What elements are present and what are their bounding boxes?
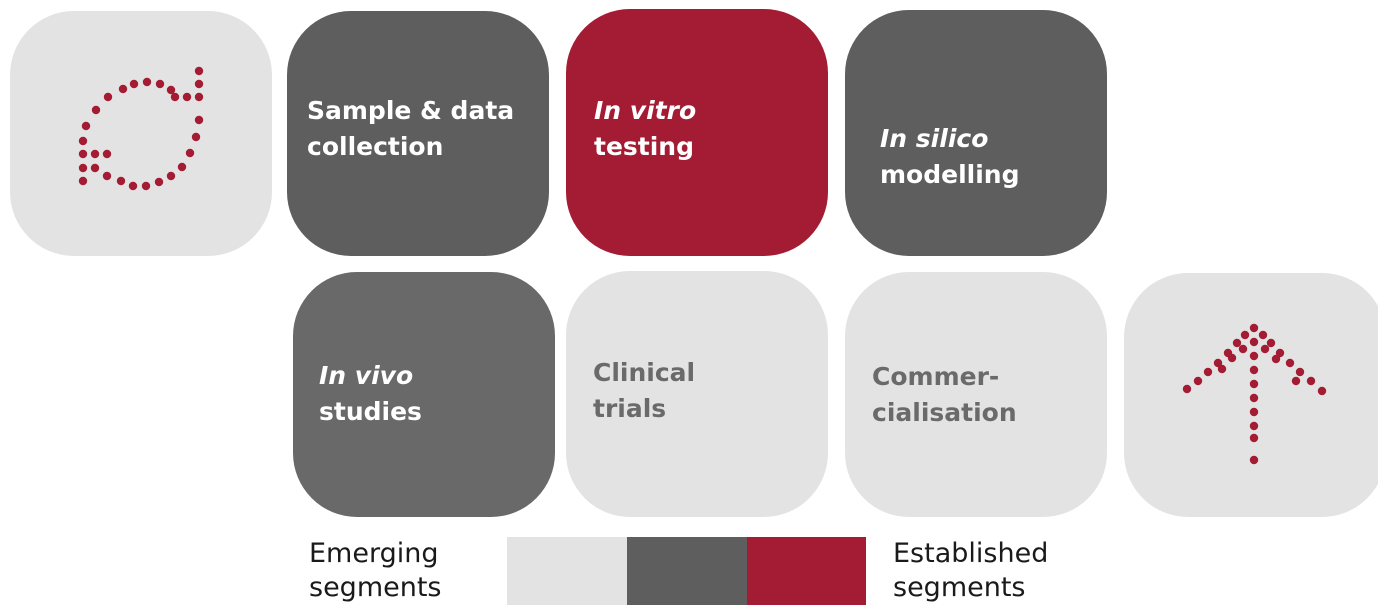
tile-label: Clinical trials <box>593 358 696 423</box>
tile-label: In vitro testing <box>594 96 697 161</box>
tile-label: In silico modelling <box>880 124 1020 189</box>
tile-sample-data-collection: Sample & data collection <box>287 11 549 256</box>
legend-established-label: Established segments <box>893 538 1049 603</box>
legend-swatch-red <box>747 537 866 605</box>
legend-swatch-dark <box>627 537 747 605</box>
cycle-dots-icon <box>78 66 204 191</box>
arrow-up-dots-icon <box>1182 323 1327 465</box>
tile-in-vitro-testing: In vitro testing <box>566 9 828 256</box>
tile-clinical-trials: Clinical trials <box>566 271 828 517</box>
tile-in-vivo-studies: In vivo studies <box>293 272 555 517</box>
cycle-tile <box>10 11 272 256</box>
tile-label: Commer- cialisation <box>872 362 1017 427</box>
tile-commercialisation: Commer- cialisation <box>845 272 1107 517</box>
arrow-tile <box>1124 273 1378 517</box>
legend-swatch-light <box>507 537 627 605</box>
tile-label: In vivo studies <box>319 361 422 426</box>
legend-emerging-label: Emerging segments <box>309 538 442 603</box>
tile-in-silico-modelling: In silico modelling <box>845 10 1107 256</box>
tile-label: Sample & data collection <box>307 96 515 161</box>
